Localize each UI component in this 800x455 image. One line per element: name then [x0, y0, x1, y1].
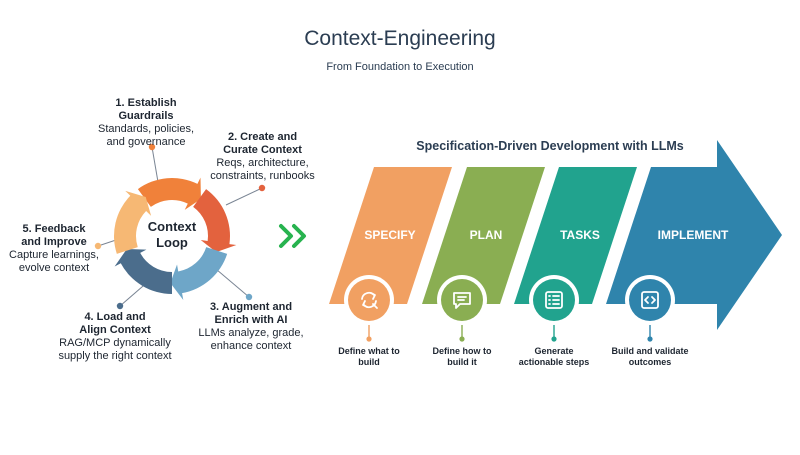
pin-dot	[647, 336, 653, 342]
phase-band-tasks	[514, 167, 637, 304]
double-chevron-icon	[279, 224, 306, 248]
loop-step-4: 4. Load and Align Context RAG/MCP dynami…	[40, 311, 190, 363]
page-subtitle: From Foundation to Execution	[326, 61, 474, 73]
loop-dot-1	[148, 143, 156, 151]
step-1-heading: 1. Establish Guardrails	[115, 97, 177, 122]
phase-caption-plan: Define how to build it	[432, 346, 492, 367]
step-1-description: Standards, policies, and governance	[98, 123, 194, 148]
phase-pin-plan	[437, 275, 487, 342]
task-card	[545, 291, 563, 309]
loop-step-3: 3. Augment and Enrich with AI LLMs analy…	[186, 301, 316, 353]
chat-icon	[453, 292, 471, 309]
code-frame	[641, 291, 659, 309]
code-bracket-right	[651, 296, 656, 304]
loop-label-line2: Loop	[156, 235, 188, 250]
loop-step-5: 5. Feedback and Improve Capture learning…	[2, 223, 106, 275]
pin-dot	[459, 336, 465, 342]
chevron-2	[292, 224, 306, 248]
pin-disc	[348, 279, 390, 321]
pin-dot	[366, 336, 372, 342]
loop-dot-2	[258, 184, 266, 192]
phase-pin-specify	[344, 275, 394, 342]
loop-arrow-segment-3	[170, 247, 228, 301]
loop-dot-5	[94, 242, 102, 250]
code-icon	[641, 291, 659, 309]
phase-caption-specify: Define what to build	[338, 346, 400, 367]
loop-arrow-segment-5	[114, 190, 152, 254]
phase-band-plan	[422, 167, 545, 304]
phase-band-specify	[329, 167, 452, 304]
code-bracket-left	[644, 296, 649, 304]
pin-disc	[629, 279, 671, 321]
loop-step-2: 2. Create and Curate Context Reqs, archi…	[200, 131, 325, 183]
step-4-heading: 4. Load and Align Context	[79, 311, 151, 336]
loop-arrow-segment-1	[137, 177, 201, 210]
phase-bands	[329, 140, 782, 330]
flow-title: Specification-Driven Development with LL…	[416, 139, 684, 153]
chevron-1	[279, 224, 293, 248]
refresh-arrowhead-bottom	[362, 300, 368, 308]
refresh-search-icon	[361, 291, 378, 309]
loop-arrow-segment-2	[193, 189, 237, 253]
step-4-description: RAG/MCP dynamically supply the right con…	[58, 337, 172, 362]
loop-dot-3	[245, 293, 253, 301]
phase-label-plan: PLAN	[469, 228, 503, 242]
phase-label-implement: IMPLEMENT	[657, 228, 729, 242]
connector-step-2	[225, 187, 263, 206]
loop-dot-4	[116, 302, 124, 310]
phase-pins	[344, 275, 675, 342]
step-3-heading: 3. Augment and Enrich with AI	[209, 301, 293, 326]
context-loop-label: Context Loop	[137, 219, 207, 251]
task-list-icon	[545, 291, 563, 309]
step-5-heading: 5. Feedback and Improve	[21, 223, 87, 248]
step-2-description: Reqs, architecture, constraints, runbook…	[210, 157, 315, 182]
step-2-heading: 2. Create and Curate Context	[223, 131, 302, 156]
phase-pin-implement	[625, 275, 675, 342]
loop-segments	[114, 177, 237, 301]
loop-arrow-segment-4	[114, 248, 172, 294]
loop-label-line1: Context	[147, 219, 197, 234]
context-loop-diagram	[94, 143, 266, 310]
refresh-arrowhead-top	[370, 292, 376, 300]
loop-dots	[94, 143, 266, 310]
connector-step-1	[151, 146, 159, 183]
step-5-description: Capture learnings, evolve context	[9, 249, 99, 274]
page-title: Context-Engineering	[304, 27, 496, 50]
phase-pin-tasks	[529, 275, 579, 342]
pin-dot	[551, 336, 557, 342]
phase-label-specify: SPECIFY	[364, 228, 416, 242]
loop-step-1: 1. Establish Guardrails Standards, polic…	[86, 97, 206, 149]
phase-label-tasks: TASKS	[560, 228, 600, 242]
chat-bubble	[453, 292, 471, 309]
phase-caption-tasks: Generate actionable steps	[518, 346, 590, 367]
step-3-description: LLMs analyze, grade, enhance context	[198, 327, 304, 352]
search-handle	[372, 303, 378, 309]
phase-caption-implement: Build and validate outcomes	[611, 346, 689, 367]
